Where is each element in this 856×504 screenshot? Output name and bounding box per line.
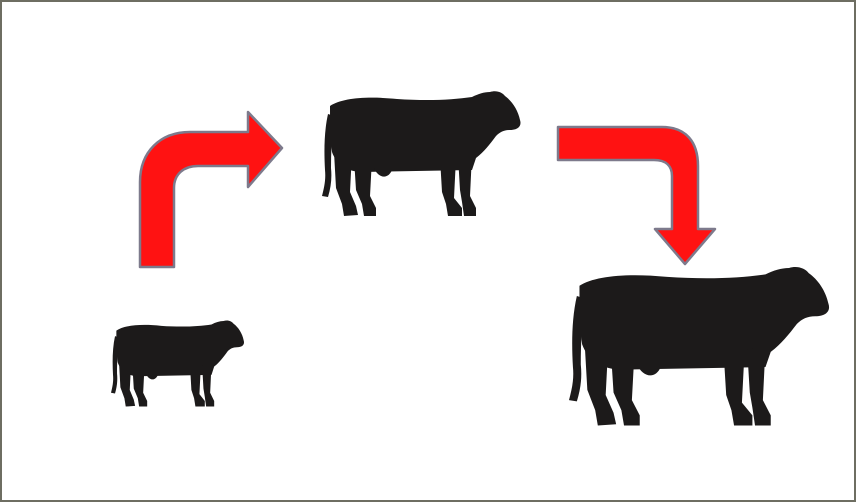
adult-cow-silhouette-icon xyxy=(569,267,829,425)
young-cow-silhouette-icon xyxy=(322,91,521,216)
curved-arrow-up-right-icon xyxy=(140,112,282,267)
calf-silhouette-icon xyxy=(111,320,244,406)
curved-arrow-right-down-icon xyxy=(558,127,715,264)
